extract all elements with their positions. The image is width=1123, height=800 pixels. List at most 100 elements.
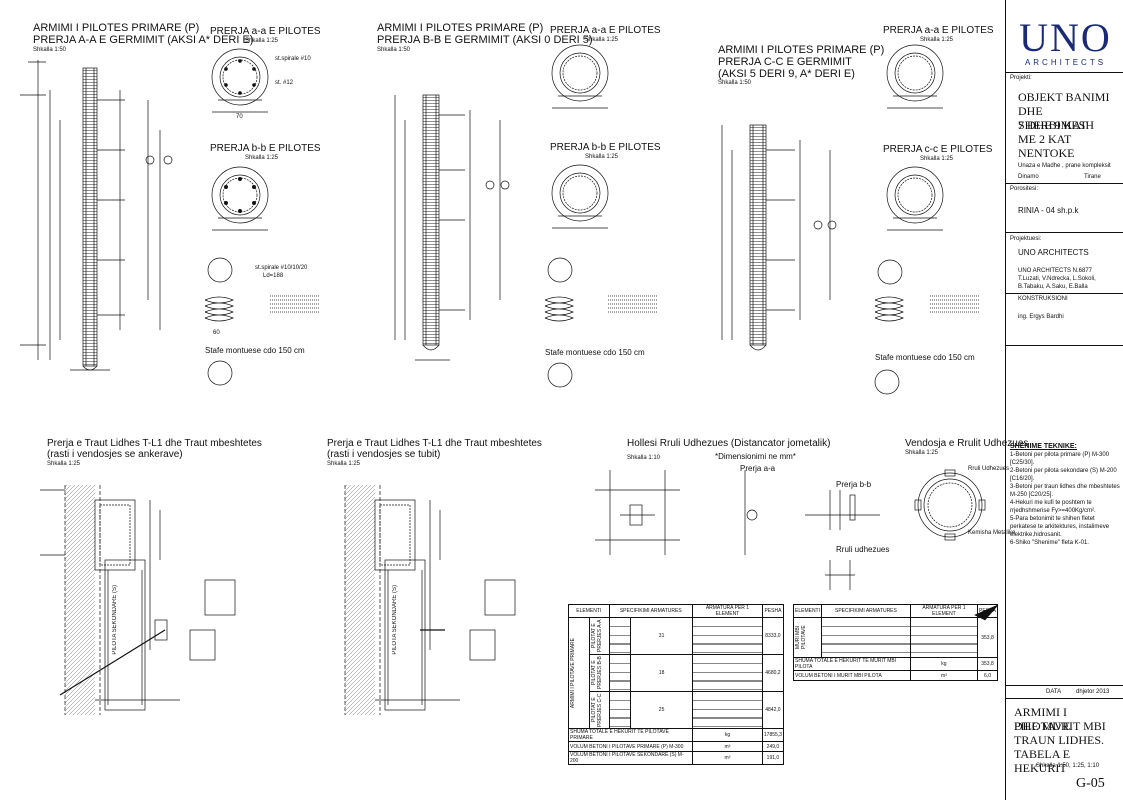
data-label: DATA bbox=[1046, 689, 1062, 695]
t2-vol-label: VOLUM BETONI I MURIT MBI PILOTA bbox=[793, 670, 911, 681]
t1-head-pesha: PESHA bbox=[761, 604, 785, 618]
t2-head-armatura: ARMATURA PER 1 ELEMENT bbox=[909, 604, 979, 618]
spacer-scale: Shkalla 1:10 bbox=[627, 455, 661, 461]
placement-title: Vendosja e Rrulit Udhezues bbox=[905, 438, 1029, 449]
beam-1-scale: Shkalla 1:25 bbox=[47, 461, 81, 467]
t1-count-3: 25 bbox=[630, 691, 693, 729]
pile-3-scale: Shkalla 1:50 bbox=[718, 80, 752, 86]
t1-shuma-label: SHUMA TOTALE E HEKURIT TE PILOTAVE PRIMA… bbox=[567, 728, 694, 742]
projekti-label: Projekti: bbox=[1010, 75, 1032, 81]
address: Unaza e Madhe , prane kompleksit bbox=[1018, 163, 1111, 169]
dimension-note: *Dimensionimi ne mm* bbox=[715, 452, 796, 461]
t1-vol1-label: VOLUM BETONI I PILOTAVE PRIMARE (P) M-30… bbox=[567, 741, 694, 752]
t1-vol1-val: 249,0 bbox=[761, 741, 785, 752]
beam-2-scale: Shkalla 1:25 bbox=[327, 461, 361, 467]
placement-rruli: Rruli Udhezues bbox=[968, 466, 1010, 472]
beam-2-title: Prerja e Traut Lidhes T-L1 dhe Traut mbe… bbox=[327, 438, 542, 449]
label-ld: Ld=188 bbox=[263, 273, 284, 279]
note-2: 2-Betoni per pilota sekondare (S) M-200 … bbox=[1010, 468, 1117, 482]
t2-head-pesha: PESHA bbox=[977, 604, 998, 618]
pile-1-section-aa-title: PRERJA a-a E PILOTES bbox=[210, 26, 321, 37]
stafe-label-3: Stafe montuese cdo 150 cm bbox=[875, 353, 975, 362]
pile-2-subtitle: PRERJA B-B E GERMIMIT (AKSI 0 DERI 5) bbox=[377, 34, 593, 46]
t2-shuma-val: 353,8 bbox=[977, 657, 998, 671]
city-1: Dinamo bbox=[1018, 174, 1039, 180]
t1-group-1: PILOTAT E PRERJES A-A bbox=[591, 619, 603, 653]
note-1: 1-Betoni per pilota primare (P) M-300 [C… bbox=[1010, 452, 1110, 466]
beam-section-tube bbox=[344, 485, 516, 715]
date: dhjetor 2013 bbox=[1076, 689, 1110, 695]
t2-shuma-label: SHUMA TOTALE E HEKURIT TE MURIT MBI PILO… bbox=[793, 657, 911, 671]
t1-head-elementi: ELEMENTI bbox=[568, 604, 610, 618]
beam-section-anchors bbox=[40, 485, 236, 715]
city-2: Tirane bbox=[1084, 174, 1101, 180]
placement-kemisha: Kemisha Metalike bbox=[968, 530, 1016, 536]
t1-pesha-1: 8333,0 bbox=[761, 617, 785, 655]
project-line-4: ME 2 KAT bbox=[1018, 132, 1072, 146]
spacer-placement bbox=[914, 469, 986, 541]
pile-3-section-cc-scale: Shkalla 1:25 bbox=[920, 156, 954, 162]
stafe-label-2: Stafe montuese cdo 150 cm bbox=[545, 348, 645, 357]
sheet-title-4: TABELA E HEKURIT bbox=[1014, 747, 1071, 775]
t1-shuma-val: 17855,3 bbox=[761, 728, 785, 742]
label-spiral: st.spirale #10 bbox=[275, 56, 311, 62]
note-6: 6-Shiko "Shenime" fleta K-01. bbox=[1010, 540, 1089, 546]
t1-count-1: 31 bbox=[630, 617, 693, 655]
project-line-3: 7 DHE 9 KAT bbox=[1018, 118, 1087, 132]
sheet-scales: Shkalla 1:50, 1:25, 1:10 bbox=[1036, 763, 1100, 769]
t1-rows-label: ARMIMI I PILOTAVE PRIMARE bbox=[570, 637, 576, 709]
beam-1-pile-label: PILOTA SEKONDARE (S) bbox=[112, 585, 118, 655]
sheet-number: G-05 bbox=[1076, 776, 1105, 791]
title-block: UNO ARCHITECTS Projekti: OBJEKT BANIMI D… bbox=[1005, 0, 1123, 800]
porositesi-label: Porositesi: bbox=[1010, 186, 1039, 192]
pile-3-section-cc-title: PRERJA c-c E PILOTES bbox=[883, 144, 993, 155]
pile-3-section-aa-title: PRERJA a-a E PILOTES bbox=[883, 25, 994, 36]
client: RINIA - 04 sh.p.k bbox=[1018, 206, 1079, 215]
pile-1-title: ARMIMI I PILOTES PRIMARE (P) bbox=[33, 22, 200, 34]
architect-line-4: B.Tabaku, A.Saku, E.Balla bbox=[1018, 284, 1088, 290]
t1-vol2-unit: m³ bbox=[692, 751, 763, 765]
pile-1-section-aa bbox=[211, 48, 269, 113]
spacer-detail bbox=[595, 470, 880, 590]
pile-2-section-aa-scale: Shkalla 1:25 bbox=[585, 37, 619, 43]
t1-head-armatura: ARMATURA PER 1 ELEMENT bbox=[692, 604, 763, 618]
pile-3-subtitle-2: (AKSI 5 DERI 9, A* DERI E) bbox=[718, 68, 855, 80]
architect-line-2: UNO ARCHITECTS N.6877 bbox=[1018, 268, 1093, 274]
pile-3-elevation bbox=[721, 124, 837, 351]
sheet-title-1: ARMIMI I PILOTAVE bbox=[1014, 705, 1071, 733]
pile-1-elevation bbox=[20, 60, 173, 371]
t1-count-2: 18 bbox=[630, 654, 693, 692]
note-5: 5-Para betonimit te shihen fletet perkat… bbox=[1010, 516, 1110, 538]
note-4: 4-Hekuri me kufi te poshtem te rrjedhshm… bbox=[1010, 500, 1096, 514]
project-line-1: OBJEKT BANIMI bbox=[1018, 90, 1110, 104]
notes-title: SHENIME TEKNIKE: bbox=[1010, 443, 1077, 450]
engineer: ing. Ergys Bardhi bbox=[1018, 314, 1064, 320]
beam-1-title: Prerja e Traut Lidhes T-L1 dhe Traut mbe… bbox=[47, 438, 262, 449]
pile-2-section-bb bbox=[544, 164, 658, 388]
pile-2-title: ARMIMI I PILOTES PRIMARE (P) bbox=[377, 22, 544, 34]
label-d60: 60 bbox=[213, 330, 220, 336]
t2-vol-val: 6,0 bbox=[977, 670, 998, 681]
project-line-5: NENTOKE bbox=[1018, 146, 1075, 160]
sheet-title-3: TRAUN LIDHES. bbox=[1014, 733, 1104, 747]
pile-3-section-cc bbox=[874, 166, 980, 395]
t1-head-spec: SPECIFIKIMI ARMATURES bbox=[608, 604, 694, 618]
pile-1-scale: Shkalla 1:50 bbox=[33, 47, 67, 53]
t1-vol2-label: VOLUM BETONI I PILOTAVE SEKONDARE (S) M-… bbox=[567, 751, 694, 765]
t1-vol2-val: 191,0 bbox=[761, 751, 785, 765]
architect-line-3: T.Luzati, V.Ndrecka, L.Sokoli, bbox=[1018, 276, 1096, 282]
note-3: 3-Betoni per traun lidhes dhe mbeshtetes… bbox=[1010, 484, 1120, 498]
t2-head-spec: SPECIFIKIMI ARMATURES bbox=[821, 604, 911, 618]
pile-3-subtitle-1: PRERJA C-C E GERMIMIT bbox=[718, 56, 852, 68]
prerja-b-label: Prerja b-b bbox=[836, 480, 872, 489]
pile-2-section-aa-title: PRERJA a-a E PILOTES bbox=[550, 25, 661, 36]
rebar-table-wall: ELEMENTI SPECIFIKIMI ARMATURES ARMATURA … bbox=[792, 604, 998, 681]
pile-1-section-aa-scale: Shkalla 1:25 bbox=[245, 38, 279, 44]
sheet-title-2: DHE MURIT MBI bbox=[1014, 719, 1106, 733]
t1-pesha-3: 4842,0 bbox=[761, 691, 785, 729]
t2-pesha: 353,8 bbox=[977, 617, 998, 658]
projektuesi-label: Projektuesi: bbox=[1010, 236, 1042, 242]
pile-1-section-bb bbox=[204, 166, 320, 386]
pile-2-scale: Shkalla 1:50 bbox=[377, 47, 411, 53]
pile-2-section-bb-title: PRERJA b-b E PILOTES bbox=[550, 142, 661, 153]
